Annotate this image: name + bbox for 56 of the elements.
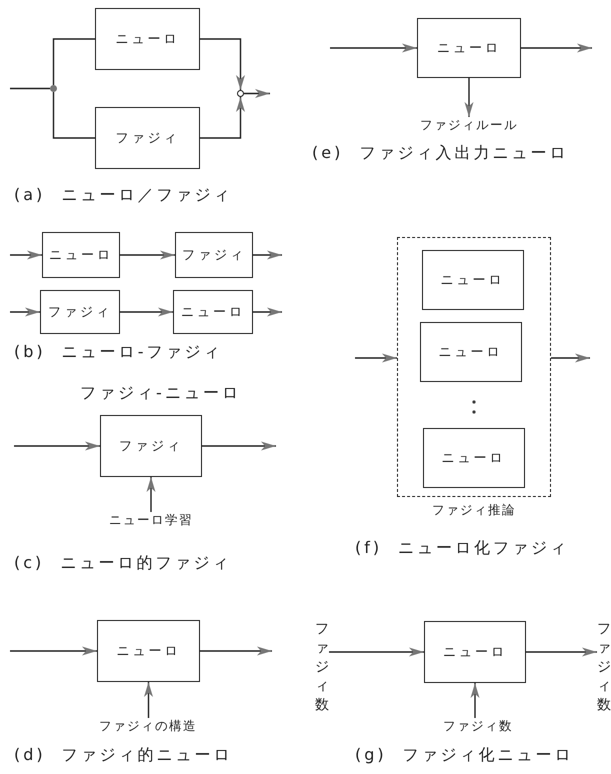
vertical-text: ファジィ数 xyxy=(315,620,329,714)
figure-caption: (c) ニューロ的ファジィ xyxy=(14,553,232,574)
arrow xyxy=(464,78,474,117)
arrow xyxy=(329,648,424,656)
process-box: ニューロ xyxy=(420,322,522,382)
annotation-text: ファジィ数 xyxy=(443,718,513,735)
arrow xyxy=(253,250,282,260)
figure-caption: (g) ファジィ化ニューロ xyxy=(355,745,574,766)
arrow xyxy=(526,648,597,656)
process-box: ニューロ xyxy=(173,290,253,334)
figure-caption: (d) ファジィ的ニューロ xyxy=(14,745,233,766)
process-box: ファジィ xyxy=(40,290,120,334)
arrow xyxy=(253,308,282,316)
figure-caption: (a) ニューロ／ファジィ xyxy=(14,185,232,206)
annotation-text: ファジィルール xyxy=(420,117,518,134)
arrow xyxy=(120,308,173,316)
vertical-text: ファジィ数 xyxy=(597,620,611,714)
arrow xyxy=(200,97,245,139)
arrow xyxy=(355,354,397,362)
process-box: ニューロ xyxy=(95,8,200,70)
process-box: ニューロ xyxy=(422,428,524,488)
figure-caption: (e) ファジィ入出力ニューロ xyxy=(312,143,568,164)
arrow xyxy=(330,44,417,52)
junction-dot xyxy=(50,85,57,92)
arrow xyxy=(146,477,156,512)
summing-point xyxy=(237,90,244,97)
annotation-text: ニューロ学習 xyxy=(109,512,193,529)
arrow xyxy=(14,442,100,450)
process-box: ニューロ xyxy=(422,250,524,310)
figure-caption: (f) ニューロ化ファジィ xyxy=(355,538,570,559)
arrow xyxy=(551,354,590,362)
process-box: ニューロ xyxy=(42,232,120,278)
arrow xyxy=(521,44,592,52)
process-box: ファジィ xyxy=(100,415,202,477)
arrow xyxy=(202,442,276,450)
connector-line xyxy=(10,88,50,90)
figure-caption: (b) ニューロ-ファジィ xyxy=(14,342,222,363)
arrow xyxy=(10,250,42,260)
process-box: ファジィ xyxy=(95,107,200,169)
process-box: ファジィ xyxy=(175,232,253,278)
connector-line xyxy=(52,92,95,139)
arrow xyxy=(10,308,40,316)
arrow xyxy=(200,38,245,90)
arrow xyxy=(144,682,153,718)
arrow xyxy=(470,683,480,718)
group-label: ファジィ推論 xyxy=(432,502,516,519)
arrow xyxy=(244,89,270,98)
annotation-text: ファジィの構造 xyxy=(99,718,197,735)
arrow xyxy=(10,646,97,656)
arrow xyxy=(200,646,272,656)
connector-line xyxy=(52,38,95,85)
process-box: ニューロ xyxy=(424,621,526,683)
figure-caption: ファジィ-ニューロ xyxy=(80,383,241,404)
process-box: ニューロ xyxy=(97,620,200,682)
process-box: ニューロ xyxy=(417,18,521,78)
arrow xyxy=(120,250,175,260)
